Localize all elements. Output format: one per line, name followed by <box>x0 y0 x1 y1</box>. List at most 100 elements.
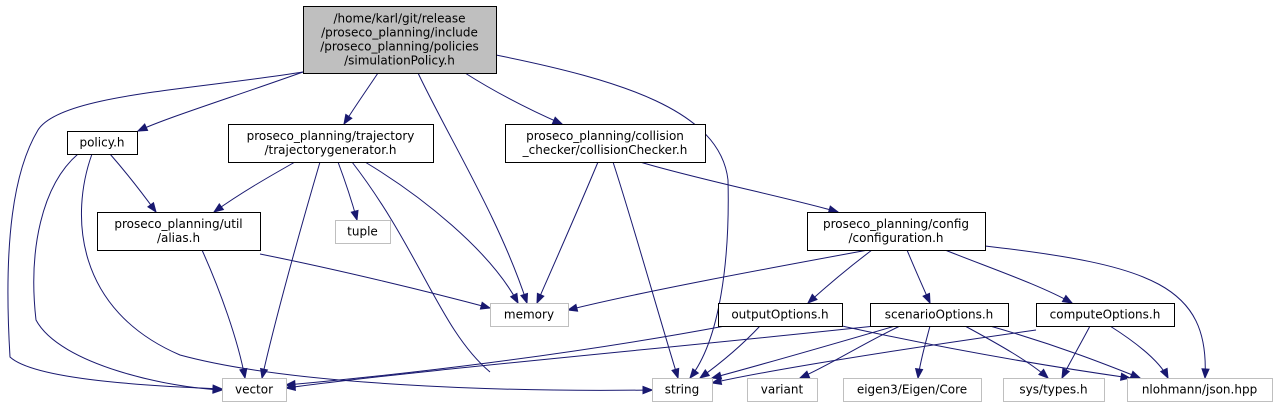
node-label-line: /proseco_planning/include <box>321 26 478 40</box>
edge-line <box>259 253 491 309</box>
edge-compute-to-string <box>710 329 1037 386</box>
node-scenario[interactable]: scenarioOptions.h <box>870 303 1009 327</box>
edge-arrowhead <box>284 382 296 391</box>
edge-collision-to-string <box>612 161 680 380</box>
edge-compute-to-systypes <box>1061 325 1091 380</box>
edge-line <box>285 325 876 389</box>
node-vector: vector <box>222 378 287 402</box>
edge-arrowhead <box>671 367 680 380</box>
node-box <box>1036 303 1175 327</box>
edge-line <box>137 71 304 132</box>
node-root[interactable]: /home/karl/git/release/proseco_planning/… <box>303 6 497 74</box>
edge-scenario-to-string <box>710 325 896 380</box>
edge-scenario-to-vector <box>284 325 876 391</box>
edge-policy-to-alias <box>109 153 157 214</box>
edge-arrowhead <box>212 203 225 213</box>
node-systypes: sys/types.h <box>1003 378 1105 402</box>
edge-scenario-to-systypes <box>964 325 1050 379</box>
node-label-line: /configuration.h <box>848 231 943 245</box>
edge-line <box>213 161 296 213</box>
node-box <box>335 220 391 244</box>
edge-line <box>799 325 901 379</box>
edge-line <box>612 161 679 379</box>
node-box <box>652 378 713 402</box>
edge-collision-to-memory <box>536 161 599 305</box>
edge-collision-to-config <box>639 161 840 214</box>
node-variant: variant <box>747 378 818 402</box>
node-box <box>490 303 569 327</box>
node-label-line: outputOptions.h <box>731 308 828 322</box>
edge-alias-to-memory <box>259 253 492 310</box>
edge-compute-to-json <box>1109 325 1169 380</box>
edge-arrowhead <box>259 367 269 380</box>
edge-line <box>1109 325 1169 379</box>
edges-layer <box>7 54 1210 395</box>
node-label-line: nlohmann/json.hpp <box>1142 383 1257 397</box>
node-box <box>1003 378 1105 402</box>
node-label-line: _checker/collisionChecker.h <box>522 143 688 157</box>
node-label-line: memory <box>504 308 554 322</box>
edge-line <box>495 54 729 379</box>
node-json: nlohmann/json.hpp <box>1127 378 1273 402</box>
node-config[interactable]: proseco_planning/config/configuration.h <box>807 212 986 251</box>
edge-arrowhead <box>509 292 519 305</box>
edge-line <box>417 72 528 304</box>
edge-arrowhead <box>798 370 811 379</box>
node-label-line: variant <box>761 383 804 397</box>
node-box <box>67 131 138 155</box>
edge-arrowhead <box>1129 370 1142 379</box>
edge-root-to-string <box>495 54 729 380</box>
edge-arrowhead <box>806 293 818 304</box>
edge-line <box>351 161 491 373</box>
node-box <box>97 212 261 251</box>
edge-arrowhead <box>136 123 149 132</box>
edge-arrowhead <box>710 376 723 386</box>
node-output[interactable]: outputOptions.h <box>718 303 843 327</box>
edge-root-to-collision <box>464 72 564 125</box>
edge-arrowhead <box>479 301 492 310</box>
edge-arrowhead <box>212 385 224 394</box>
edge-config-to-scenario <box>906 249 931 305</box>
edge-line <box>567 249 869 311</box>
node-collision[interactable]: proseco_planning/collision_checker/colli… <box>505 124 706 163</box>
edge-arrowhead <box>922 292 931 305</box>
node-box <box>1127 378 1273 402</box>
edge-line <box>944 249 1073 304</box>
node-box <box>807 212 986 251</box>
edge-line <box>285 325 726 386</box>
edge-line <box>807 249 873 304</box>
node-policy[interactable]: policy.h <box>67 131 138 155</box>
node-box <box>505 124 706 163</box>
node-label-line: scenarioOptions.h <box>885 308 994 322</box>
edge-config-to-memory <box>566 249 869 312</box>
edge-scenario-to-eigen <box>914 325 931 380</box>
edge-arrowhead <box>239 367 248 380</box>
nodes-layer: /home/karl/git/release/proseco_planning/… <box>67 6 1273 402</box>
node-label-line: tuple <box>347 225 378 239</box>
node-label-line: sys/types.h <box>1019 383 1087 397</box>
edge-arrowhead <box>914 368 924 380</box>
node-string: string <box>652 378 713 402</box>
node-alias[interactable]: proseco_planning/util/alias.h <box>97 212 261 251</box>
node-label-line: computeOptions.h <box>1050 308 1161 322</box>
edge-trajgen-to-tuple <box>337 161 359 222</box>
edge-line <box>699 325 761 379</box>
edge-line <box>261 161 321 379</box>
node-label-line: /simulationPolicy.h <box>344 54 455 68</box>
edge-line <box>464 72 563 125</box>
edge-arrowhead <box>520 292 529 305</box>
node-label-line: proseco_planning/collision <box>526 129 684 143</box>
edge-arrowhead <box>698 369 711 379</box>
edge-line <box>711 325 896 379</box>
edge-arrowhead <box>1038 368 1050 379</box>
node-compute[interactable]: computeOptions.h <box>1036 303 1175 327</box>
edge-trajgen-to-memory <box>364 161 519 305</box>
edge-line <box>639 161 839 213</box>
edge-arrowhead <box>147 201 157 214</box>
node-trajgen[interactable]: proseco_planning/trajectory/trajectoryge… <box>228 124 434 163</box>
node-box <box>870 303 1009 327</box>
node-box <box>718 303 843 327</box>
node-label-line: string <box>665 383 699 397</box>
edge-trajgen-to-vector <box>259 161 321 380</box>
